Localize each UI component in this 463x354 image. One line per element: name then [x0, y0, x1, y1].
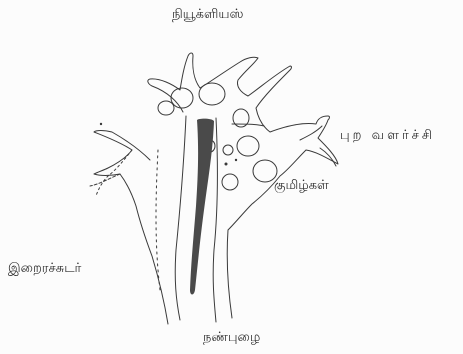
dot	[100, 123, 102, 125]
vesicle	[199, 83, 225, 105]
dark-band	[190, 119, 214, 295]
left-branch	[96, 150, 132, 196]
dot	[235, 159, 237, 161]
vesicle	[171, 88, 193, 108]
vesicle	[223, 145, 233, 155]
right-branch	[320, 148, 336, 166]
right-branch	[300, 126, 322, 140]
sheath-left-dashed	[156, 150, 160, 290]
vesicle	[222, 174, 238, 190]
label-sheath: இறைரச்சுடர்	[8, 261, 81, 277]
vesicle	[237, 136, 259, 156]
left-axon-outline	[94, 131, 168, 325]
vesicle	[158, 101, 174, 115]
dot	[225, 163, 228, 166]
inner-line-right	[213, 118, 217, 322]
label-vesicles: குமிழ்கள்	[274, 178, 329, 194]
label-nucleus: நியூக்ளியஸ்	[172, 7, 243, 23]
label-canal: நண்புழை	[203, 330, 260, 346]
label-outgrowth: புற வளர்ச்சி	[340, 128, 435, 144]
inner-line-left	[175, 116, 186, 320]
